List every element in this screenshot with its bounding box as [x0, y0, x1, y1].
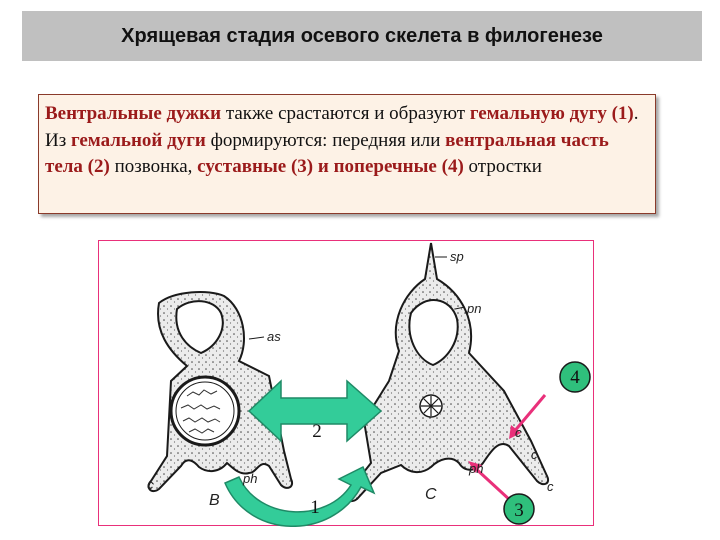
- marker-3: 3: [503, 493, 535, 525]
- slide-title: Хрящевая стадия осевого скелета в филоге…: [22, 11, 702, 61]
- text-segment: суставные (3) и поперечные (4): [197, 156, 464, 177]
- label-ph-left: ph: [242, 471, 257, 486]
- description-box: Вентральные дужки также срастаются и обр…: [38, 94, 656, 214]
- label-ph-right: ph: [468, 461, 483, 476]
- notochord-left: [169, 375, 241, 447]
- pointer-arrow-4: [509, 394, 547, 439]
- label-C: C: [425, 486, 437, 503]
- neural-canal-left: [175, 300, 224, 355]
- vertebra-left: [147, 291, 293, 493]
- label-c-left: c: [147, 477, 154, 492]
- marker-1-text: 1: [310, 497, 320, 518]
- vertebra-figure: sp pn as ph ph c c c c B C 4 2 1 3: [98, 240, 594, 527]
- marker-3-text: 3: [514, 500, 524, 521]
- label-B: B: [209, 492, 220, 509]
- vertebra-right: [248, 242, 549, 503]
- label-c-mid: c: [515, 425, 522, 440]
- label-c-right-bottom: c: [547, 479, 554, 494]
- marker-4-text: 4: [570, 367, 580, 388]
- neural-canal-right: [408, 299, 459, 367]
- text-segment: формируются: передняя или: [205, 129, 446, 151]
- label-pn: pn: [466, 301, 481, 316]
- text-segment: также срастаются и образуют: [221, 103, 470, 124]
- label-c-right-side: c: [531, 447, 538, 462]
- text-segment: гемальной дуги: [70, 129, 206, 151]
- marker-2: 2: [312, 421, 322, 442]
- curved-arrow: [224, 465, 376, 527]
- label-as: as: [267, 329, 281, 344]
- pointer-arrow-3: [468, 461, 513, 503]
- marker-2-text: 2: [312, 421, 322, 442]
- text-segment: . Из: [45, 103, 639, 151]
- text-segment: гемальную дугу (1): [469, 103, 634, 124]
- double-arrow: [247, 379, 383, 443]
- text-segment: позвонка,: [109, 156, 198, 177]
- text-segment: вентральная часть тела (2): [45, 129, 609, 178]
- marker-1: 1: [310, 497, 320, 518]
- marker-4: 4: [559, 361, 591, 393]
- vertebra-right-outline: [345, 242, 549, 503]
- text-segment: отростки: [463, 156, 542, 177]
- label-sp: sp: [450, 249, 464, 264]
- text-segment: Вентральные дужки: [45, 103, 222, 124]
- vertebra-diagram: sp pn as ph ph c c c c B C 4 2 1 3: [147, 242, 591, 527]
